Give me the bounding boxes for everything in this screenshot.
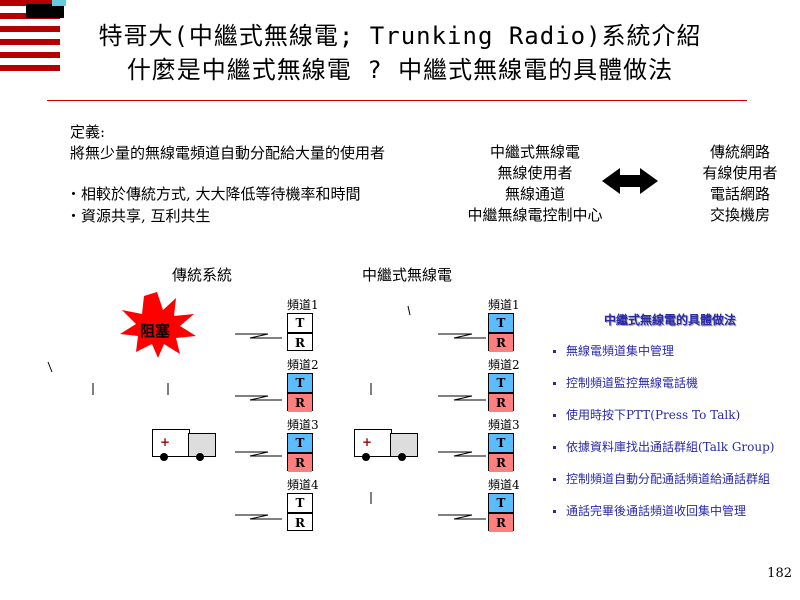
receive-slot: R [288,454,312,472]
left-channel-label: 頻道1 [287,298,319,312]
definition-text: 將無少量的無線電頻道自動分配給大量的使用者 [70,144,386,162]
traditional-item: 傳統網路 [709,143,770,161]
receive-slot: R [489,454,513,472]
transmit-slot: T [489,314,513,334]
right-channel-label: 頻道2 [488,358,520,372]
trunked-item: 無線使用者 [497,164,573,182]
transmit-slot: T [489,434,513,454]
trunked-item: 中繼無線電控制中心 [467,206,603,224]
steps-list: 無線電頻道集中管理 控制頻道監控無線電話機 使用時按下PTT(Press To … [553,342,774,534]
right-diagram-title: 中繼式無線電 [362,266,453,284]
step-item: 控制頻道監控無線電話機 [553,374,774,406]
transmit-slot: T [288,314,312,334]
title-line-2: 什麼是中繼式無線電 ? 中繼式無線電的具體做法 [126,56,674,84]
blocked-label: 阻塞 [140,322,171,340]
transmit-slot: T [489,374,513,394]
traditional-column: 傳統網路 有線使用者 電話網路 交換機房 [680,142,800,226]
trunked-column: 中繼式無線電 無線使用者 無線通道 中繼無線電控制中心 [440,142,630,226]
steps-title: 中繼式無線電的具體做法 [604,313,737,327]
step-item: 無線電頻道集中管理 [553,342,774,374]
left-channel-label: 頻道2 [287,358,319,372]
trunked-item: 中繼式無線電 [489,143,580,161]
title-divider [47,100,747,101]
trunked-item: 無線通道 [504,185,565,203]
left-channel-label: 頻道3 [287,418,319,432]
step-item: 依據資料庫找出通話群組(Talk Group) [553,438,774,470]
radio-links [47,305,486,520]
transmit-slot: T [288,434,312,454]
receive-slot: R [489,334,513,352]
logo-icon [26,4,64,18]
transmit-slot: T [288,374,312,394]
ambulance-icon: + [152,425,218,461]
right-channel-label: 頻道3 [488,418,520,432]
traditional-item: 有線使用者 [702,164,778,182]
traditional-item: 交換機房 [709,206,770,224]
definition-bullet: ・相較於傳統方式, 大大降低等待機率和時間 [66,185,361,203]
receive-slot: R [288,394,312,412]
blocked-starburst-icon [120,292,196,358]
right-channel-label: 頻道4 [488,478,520,492]
definition-label: 定義: [70,123,106,141]
title-line-1: 特哥大(中繼式無線電; Trunking Radio)系統介紹 [98,22,702,50]
transmit-slot: T [288,494,312,514]
transmit-slot: T [489,494,513,514]
step-item: 通話完畢後通話頻道收回集中管理 [553,502,774,534]
ambulance-icon: + [354,425,420,461]
receive-slot: R [489,394,513,412]
definition-bullet: ・資源共享, 互利共生 [66,207,211,225]
receive-slot: R [489,514,513,532]
step-item: 控制頻道自動分配通話頻道給通話群組 [553,470,774,502]
left-diagram-title: 傳統系統 [172,266,233,284]
receive-slot: R [295,516,305,530]
step-item: 使用時按下PTT(Press To Talk) [553,406,774,438]
traditional-item: 電話網路 [709,185,770,203]
left-channel-label: 頻道4 [287,478,319,492]
page-number: 182 [767,566,792,581]
receive-slot: R [295,336,305,350]
right-channel-label: 頻道1 [488,298,520,312]
double-arrow-icon [602,168,658,194]
